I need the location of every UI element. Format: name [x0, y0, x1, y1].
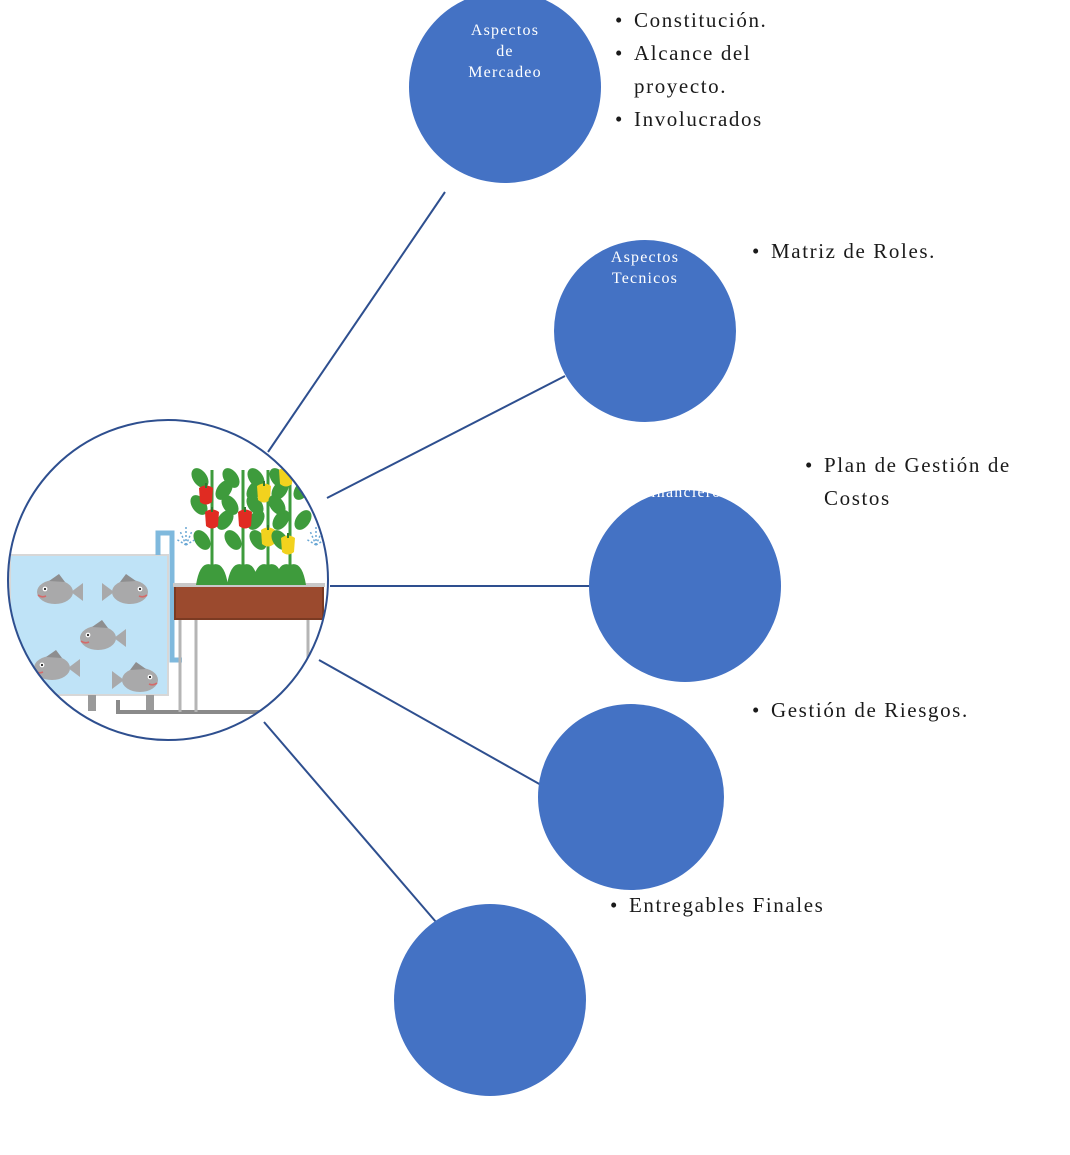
connectors [263, 191, 589, 923]
bullet-text-mercadeo: Alcance del [634, 41, 751, 65]
bullet-text-riesgos: Gestión de Riesgos. [771, 698, 969, 722]
branch-nodes: AspectosdeMercadeoAspectosTecnicosFinanc… [394, 0, 781, 1096]
node-entregables [394, 904, 586, 1096]
plant-icon [221, 468, 265, 585]
bullet-text-mercadeo: Involucrados [634, 107, 763, 131]
bullet-text-mercadeo: proyecto. [634, 74, 727, 98]
bullet-item-tecnicos: • Matriz de Roles. [752, 239, 936, 263]
bullet-dot-icon: • [752, 698, 761, 722]
fish-icon [80, 620, 126, 650]
bullet-dot-icon: • [615, 107, 624, 131]
node-circle-entregables [394, 904, 586, 1096]
bullet-text-mercadeo: Constitución. [634, 8, 767, 32]
node-circle-riesgos [538, 704, 724, 890]
hub-node [7, 419, 329, 741]
fish-icon [112, 662, 158, 692]
node-label-financieros: Financieros [641, 484, 729, 501]
bullet-dot-icon: • [752, 239, 761, 263]
node-label-tecnicos: Aspectos [611, 249, 679, 266]
bullet-item-mercadeo: • Constitución. [615, 8, 767, 32]
bullet-text-financieros: Plan de Gestión de [824, 453, 1011, 477]
bullet-item-mercadeo: • Alcance del proyecto. [615, 41, 751, 98]
bullet-dot-icon: • [610, 893, 619, 917]
node-label-tecnicos: Tecnicos [612, 270, 678, 287]
fish-icon [102, 574, 148, 604]
bullet-text-tecnicos: Matriz de Roles. [771, 239, 936, 263]
bullet-item-entregables: • Entregables Finales [610, 893, 824, 917]
bullet-dot-icon: • [805, 453, 814, 477]
node-label-mercadeo: Aspectos [471, 22, 539, 39]
bullet-item-mercadeo: • Involucrados [615, 107, 763, 131]
connector-mercadeo [267, 191, 446, 453]
node-circle-tecnicos [554, 240, 736, 422]
node-riesgos [538, 704, 724, 890]
fish-icon [34, 650, 80, 680]
node-label-mercadeo: de [496, 43, 514, 60]
bullet-item-financieros: • Plan de Gestión de Costos [805, 453, 1011, 510]
node-label-mercadeo: Mercadeo [468, 64, 542, 81]
fish-icon [37, 574, 83, 604]
plant-icon [190, 468, 234, 585]
connector-entregables [263, 721, 437, 923]
bullet-dot-icon: • [615, 8, 624, 32]
bullet-text-financieros: Costos [824, 486, 891, 510]
plant-bed-icon [173, 465, 327, 620]
branch-bullets: • Constitución. • Alcance del proyecto. • Invo… [610, 8, 1011, 917]
bullet-text-entregables: Entregables Finales [629, 893, 824, 917]
bullet-dot-icon: • [615, 41, 624, 65]
fish-tank-icon [9, 554, 169, 711]
connector-tecnicos [326, 375, 566, 499]
bullet-item-riesgos: • Gestión de Riesgos. [752, 698, 969, 722]
node-circle-mercadeo [409, 0, 601, 183]
water-spray-icon [175, 527, 197, 546]
connector-riesgos [318, 659, 551, 791]
node-circle-financieros [589, 490, 781, 682]
node-financieros: Financieros [589, 484, 781, 682]
aquaponics-illustration [9, 465, 327, 714]
